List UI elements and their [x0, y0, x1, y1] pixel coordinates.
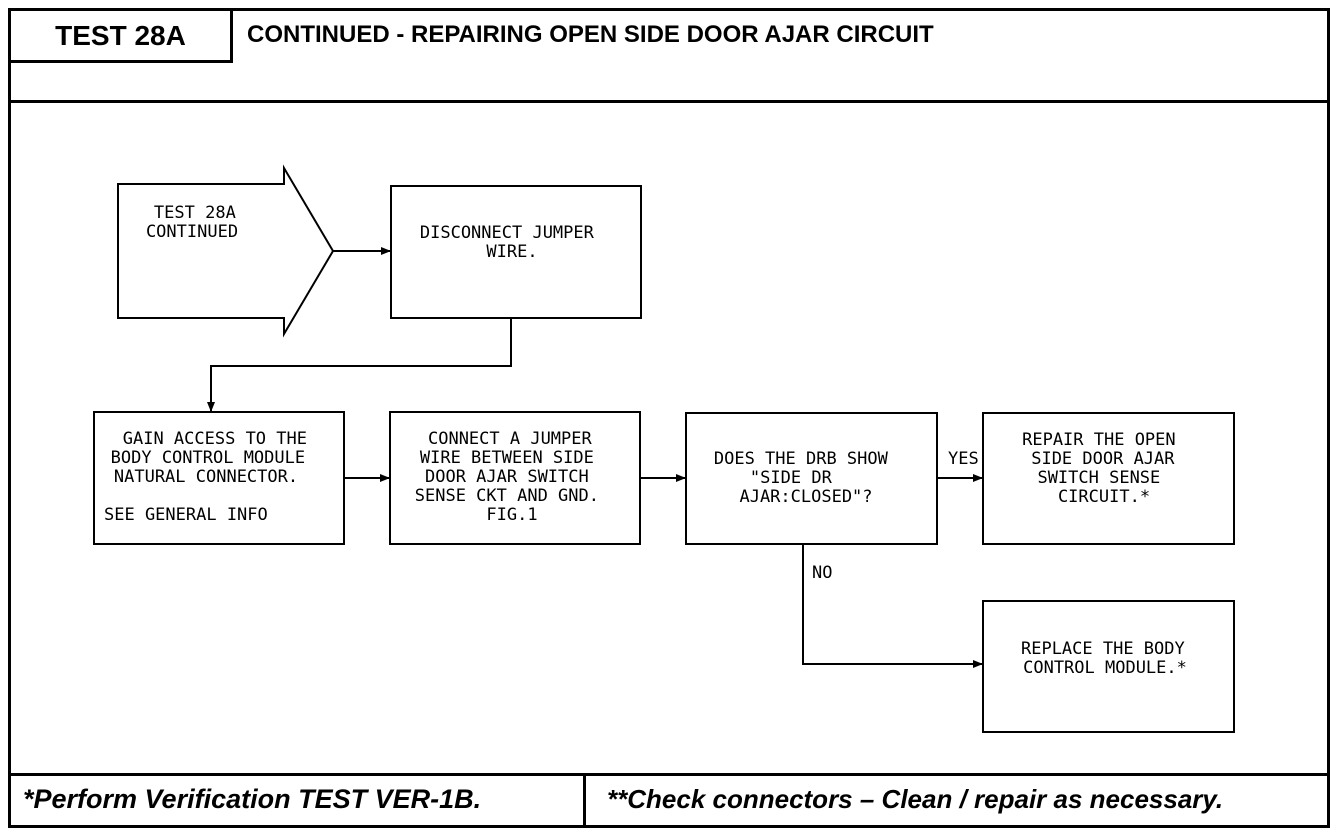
- gain-access-box: GAIN ACCESS TO THE BODY CONTROL MODULE N…: [93, 411, 345, 545]
- start-text: TEST 28A CONTINUED: [146, 203, 246, 242]
- disconnect-jumper-box: DISCONNECT JUMPER WIRE.: [390, 185, 642, 319]
- replace-module-box: REPLACE THE BODY CONTROL MODULE.*: [982, 600, 1235, 733]
- replace-module-text: REPLACE THE BODY CONTROL MODULE.*: [1021, 639, 1195, 678]
- test-id-label: TEST 28A: [11, 11, 233, 63]
- footer: *Perform Verification TEST VER-1B. **Che…: [11, 773, 1327, 825]
- start-arrow-shape: TEST 28A CONTINUED: [117, 164, 335, 338]
- footer-verification-note: *Perform Verification TEST VER-1B.: [23, 784, 482, 814]
- disconnect-jumper-text: DISCONNECT JUMPER WIRE.: [420, 223, 604, 262]
- connect-jumper-box: CONNECT A JUMPER WIRE BETWEEN SIDE DOOR …: [389, 411, 641, 545]
- connect-jumper-text: CONNECT A JUMPER WIRE BETWEEN SIDE DOOR …: [415, 429, 609, 525]
- yes-label: YES: [948, 449, 979, 469]
- footer-connectors-note: **Check connectors – Clean / repair as n…: [607, 784, 1224, 814]
- decision-box: DOES THE DRB SHOW "SIDE DR AJAR:CLOSED"?: [685, 412, 938, 545]
- page-frame: TEST 28A CONTINUED - REPAIRING OPEN SIDE…: [8, 8, 1330, 828]
- no-label: NO: [812, 563, 832, 583]
- decision-text: DOES THE DRB SHOW "SIDE DR AJAR:CLOSED"?: [714, 449, 898, 507]
- page-title: CONTINUED - REPAIRING OPEN SIDE DOOR AJA…: [247, 21, 934, 48]
- repair-circuit-box: REPAIR THE OPEN SIDE DOOR AJAR SWITCH SE…: [982, 412, 1235, 545]
- header: TEST 28A CONTINUED - REPAIRING OPEN SIDE…: [11, 11, 1327, 103]
- connector-disconnect-to-gain-access: [207, 318, 512, 412]
- connector-decision-no-to-replace: [802, 544, 983, 668]
- gain-access-text: GAIN ACCESS TO THE BODY CONTROL MODULE N…: [111, 429, 318, 487]
- gain-access-note: SEE GENERAL INFO: [104, 505, 268, 525]
- repair-circuit-text: REPAIR THE OPEN SIDE DOOR AJAR SWITCH SE…: [1022, 430, 1186, 507]
- footer-divider: [583, 776, 586, 825]
